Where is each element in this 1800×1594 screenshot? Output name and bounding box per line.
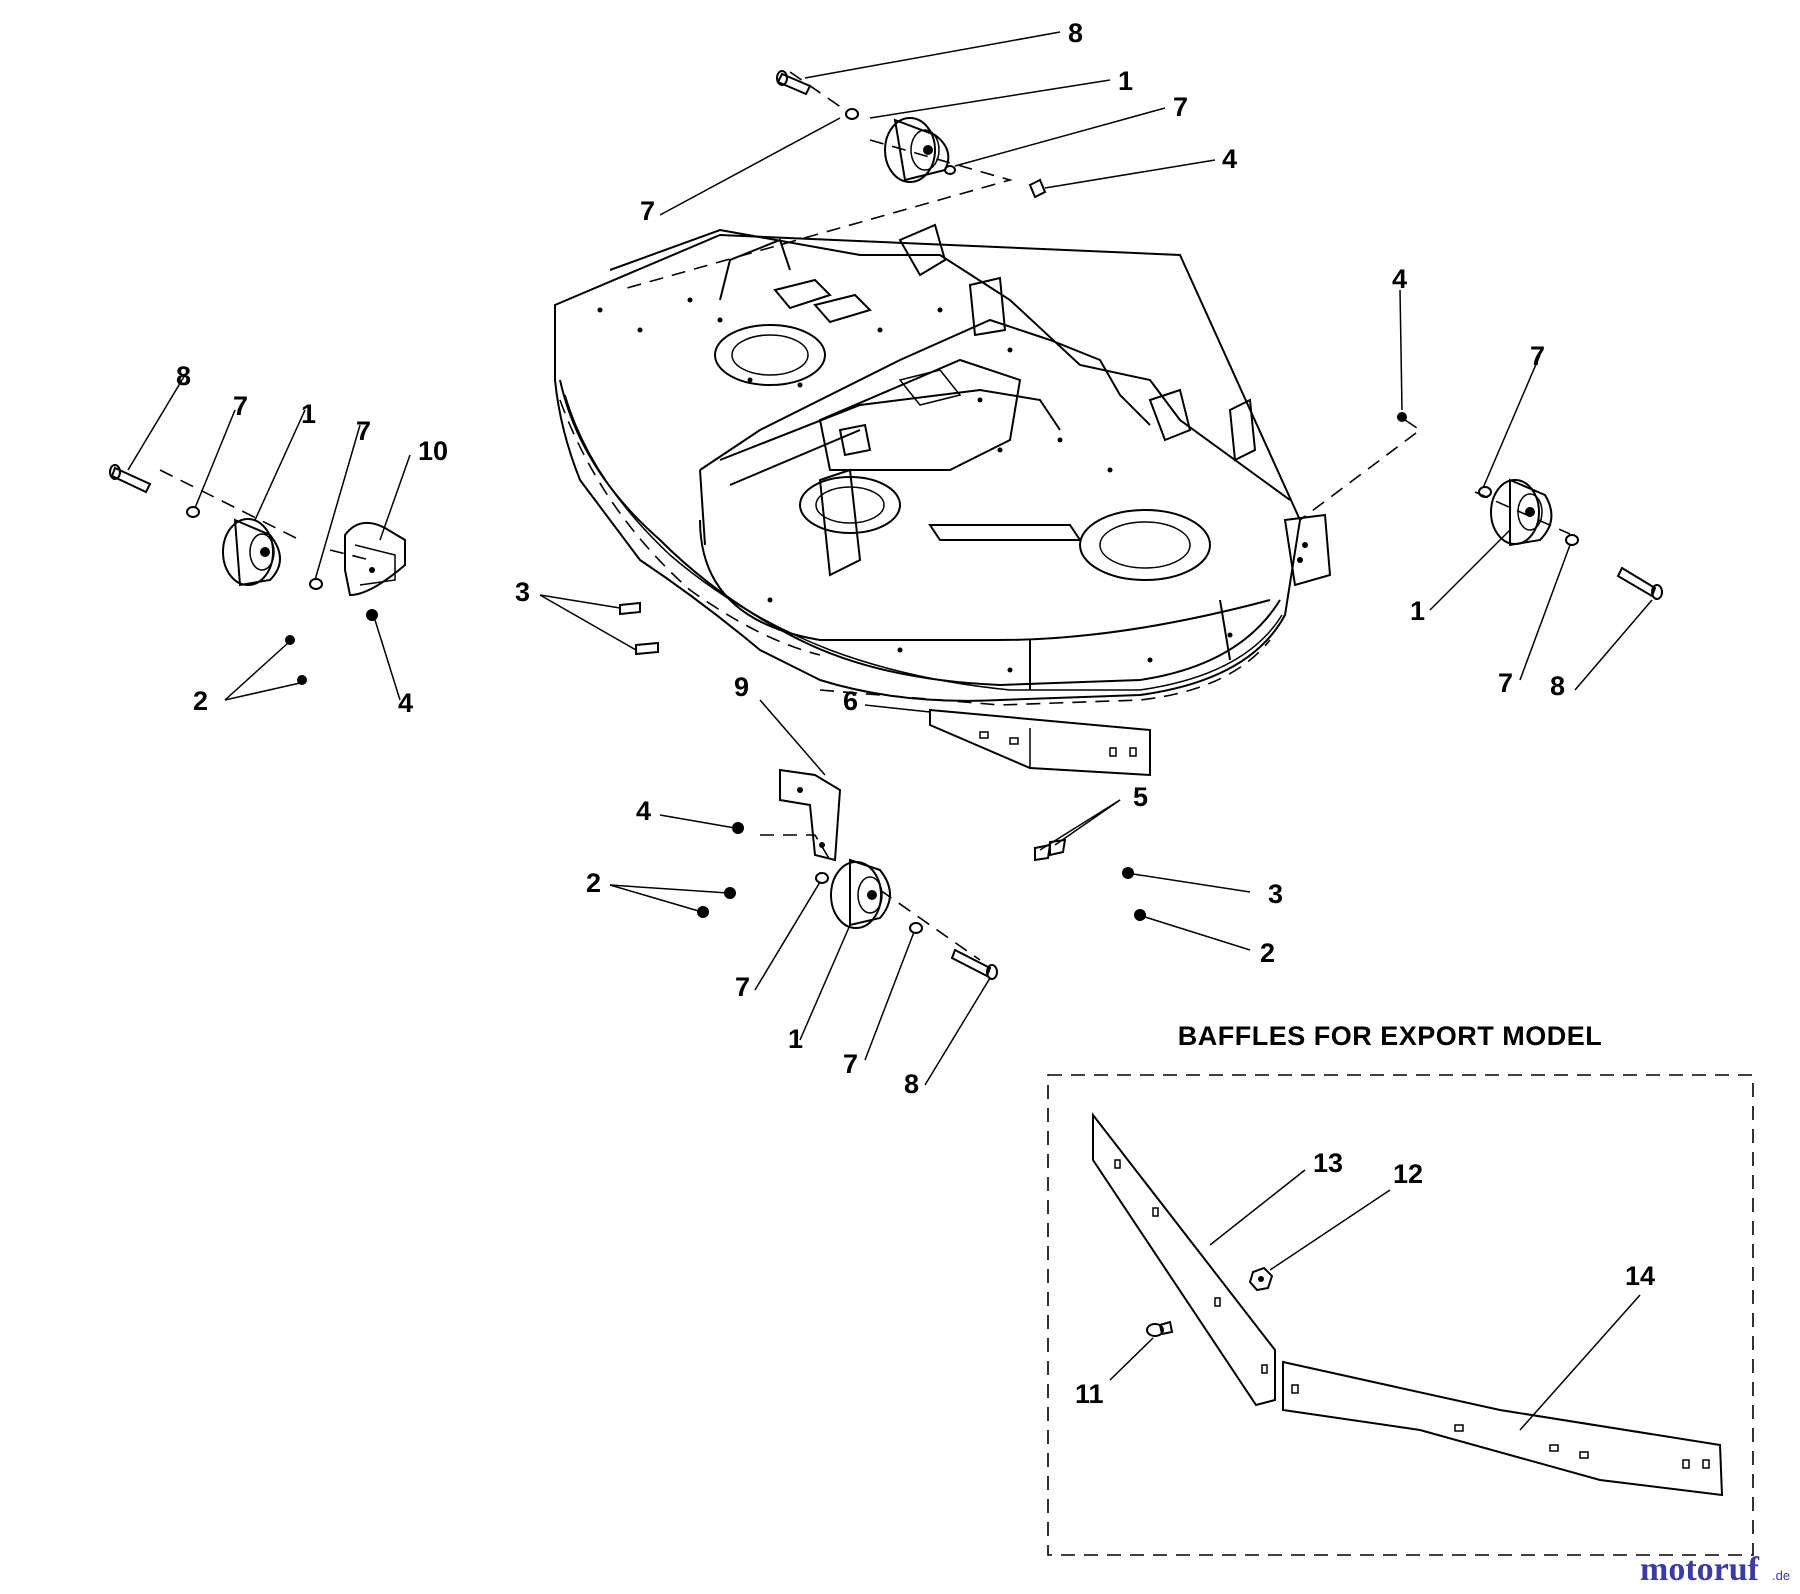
right-caster-wheel — [1397, 412, 1663, 600]
callout-label: 1 — [1118, 66, 1133, 96]
top-caster-wheel — [776, 70, 1047, 199]
callout-label: 7 — [843, 1049, 858, 1079]
callout-label: 7 — [356, 416, 371, 446]
callout-label: 8 — [1068, 18, 1083, 48]
watermark-text: motoruf — [1640, 1551, 1760, 1588]
callout-label: 7 — [233, 391, 248, 421]
assembly-lines — [159, 71, 1571, 961]
callout-label: 14 — [1625, 1261, 1655, 1291]
callout-label: 11 — [1075, 1379, 1104, 1409]
callout-label: 4 — [398, 688, 413, 718]
callout-label: 4 — [1222, 144, 1237, 174]
callout-label: 7 — [1173, 92, 1188, 122]
bottom-caster-wheel — [815, 858, 998, 980]
callout-label: 5 — [1133, 782, 1148, 812]
callout-label: 6 — [843, 686, 858, 716]
callout-label: 13 — [1313, 1148, 1343, 1178]
callout-labels: BAFFLES FOR EXPORT MODEL 8 1 7 4 7 4 7 1… — [176, 18, 1655, 1409]
callout-label: 2 — [586, 868, 601, 898]
callout-label: 3 — [1268, 879, 1283, 909]
callout-label: 12 — [1393, 1159, 1423, 1189]
callout-label: 7 — [1498, 668, 1513, 698]
callout-label: 4 — [1392, 264, 1407, 294]
left-caster-wheel — [109, 464, 406, 685]
leader-lines — [127, 31, 1653, 1086]
watermark-suffix: .de — [1772, 1568, 1790, 1583]
callout-label: 2 — [1260, 938, 1275, 968]
callout-label: 8 — [1550, 671, 1565, 701]
callout-label: 1 — [788, 1024, 803, 1054]
watermark-logo: motoruf .de — [1640, 1551, 1790, 1588]
mower-deck — [554, 223, 1332, 706]
inset-panel — [1047, 1074, 1754, 1556]
mid-hardware — [619, 601, 1151, 921]
callout-label: 7 — [640, 196, 655, 226]
inset-title: BAFFLES FOR EXPORT MODEL — [1178, 1021, 1603, 1051]
callout-label: 9 — [734, 672, 749, 702]
callout-label: 8 — [176, 361, 191, 391]
callout-label: 7 — [735, 972, 750, 1002]
callout-label: 8 — [904, 1069, 919, 1099]
callout-label: 10 — [418, 436, 448, 466]
callout-label: 7 — [1530, 341, 1545, 371]
callout-label: 1 — [301, 399, 316, 429]
callout-label: 3 — [515, 577, 530, 607]
callout-label: 2 — [193, 686, 208, 716]
callout-label: 4 — [636, 796, 651, 826]
callout-label: 1 — [1410, 596, 1425, 626]
